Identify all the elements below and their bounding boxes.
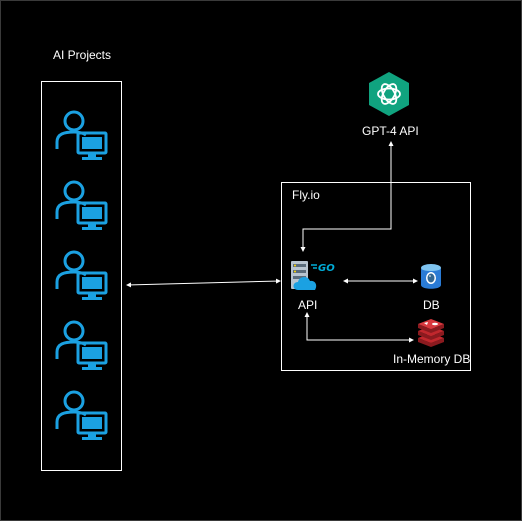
api-memdb-connector bbox=[304, 312, 414, 343]
in-memory-db-label: In-Memory DB bbox=[393, 352, 471, 366]
user-computer-icon bbox=[55, 110, 108, 160]
gpt4-api-label: GPT-4 API bbox=[362, 124, 419, 138]
postgres-database-icon[interactable] bbox=[420, 263, 442, 291]
projects-api-connector bbox=[126, 278, 281, 288]
go-server-cloud-icon[interactable]: GO bbox=[289, 259, 339, 293]
svg-text:GO: GO bbox=[318, 263, 335, 274]
db-label: DB bbox=[423, 298, 440, 312]
api-label: API bbox=[298, 298, 318, 312]
ai-projects-container[interactable] bbox=[41, 81, 122, 471]
redis-icon[interactable] bbox=[416, 319, 446, 347]
ai-projects-label: AI Projects bbox=[53, 48, 112, 62]
user-computer-icon bbox=[55, 390, 108, 440]
user-computer-icon bbox=[55, 250, 108, 300]
user-computer-icon bbox=[55, 320, 108, 370]
api-gpt4-connector bbox=[300, 141, 394, 252]
openai-logo-icon[interactable] bbox=[367, 71, 411, 117]
user-computer-icon bbox=[55, 180, 108, 230]
